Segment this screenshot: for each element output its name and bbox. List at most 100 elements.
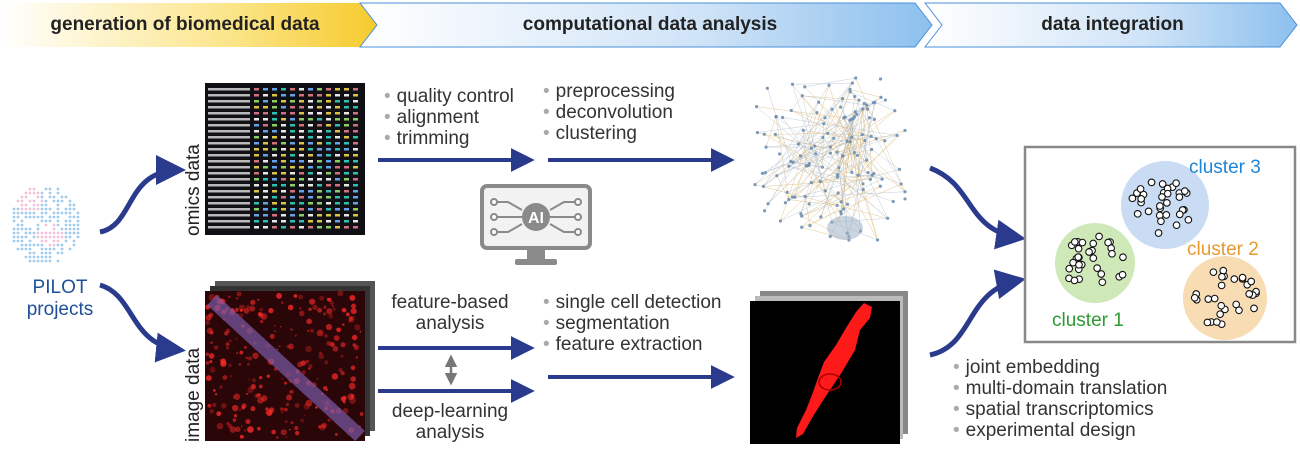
feature-line2: analysis	[415, 313, 485, 334]
matrix-cell	[299, 184, 304, 187]
pilot-dot	[52, 195, 56, 199]
cluster-point	[1162, 198, 1171, 207]
pilot-dot	[36, 203, 40, 207]
pilot-dot	[16, 211, 20, 215]
network-node	[791, 160, 795, 164]
network-node	[822, 122, 826, 126]
microscopy-signal	[338, 367, 343, 373]
network-edge	[866, 159, 906, 192]
microscopy-signal	[298, 294, 304, 300]
microscopy-signal	[323, 385, 328, 391]
network-node	[903, 190, 907, 194]
microscopy-signal	[257, 396, 264, 404]
matrix-cell	[326, 208, 331, 211]
matrix-cell	[353, 172, 358, 175]
cluster-point	[1133, 209, 1142, 218]
network-node	[781, 115, 785, 120]
matrix-cell	[281, 94, 286, 97]
pilot-dot	[44, 231, 48, 235]
network-dense-cluster	[827, 216, 863, 240]
microscopy-signal	[241, 425, 243, 427]
network-node	[815, 110, 819, 115]
matrix-cell	[299, 94, 304, 97]
network-edge	[775, 133, 828, 135]
matrix-cell	[335, 142, 340, 145]
microscopy-signal	[257, 426, 261, 431]
matrix-cell	[326, 196, 331, 199]
matrix-cell	[254, 100, 259, 103]
network-edge	[802, 95, 869, 173]
pilot-dot	[20, 207, 24, 211]
pilot-dot	[32, 255, 36, 259]
network-node	[865, 158, 869, 162]
microscopy-signal	[281, 301, 284, 304]
network-node	[775, 174, 779, 178]
matrix-cell	[281, 142, 286, 145]
matrix-cell	[254, 184, 259, 187]
matrix-cell	[263, 184, 268, 187]
pilot-dot	[52, 231, 56, 235]
matrix-cell	[290, 112, 295, 115]
matrix-cell	[353, 100, 358, 103]
image-analysis-steps: single cell detection segmentation featu…	[543, 292, 722, 355]
microscopy-signal	[219, 385, 223, 389]
matrix-cell	[317, 142, 322, 145]
network-node	[790, 82, 795, 86]
network-graph	[753, 76, 907, 242]
microscopy-signal	[279, 325, 282, 328]
matrix-cell	[263, 154, 268, 157]
deep-learning-label: deep-learning analysis	[380, 401, 520, 443]
matrix-gene-id	[208, 160, 250, 163]
network-node	[843, 115, 847, 119]
microscopy-signal	[350, 388, 353, 391]
matrix-cell	[263, 196, 268, 199]
pilot-dot	[44, 235, 48, 239]
stage-band-generation	[0, 3, 385, 47]
microscopy-signal	[232, 418, 237, 422]
matrix-cell	[344, 160, 349, 163]
network-node	[874, 137, 878, 141]
matrix-gene-id	[208, 178, 250, 181]
matrix-cell	[272, 184, 277, 187]
microscopy-signal	[238, 363, 242, 366]
network-edge	[871, 149, 900, 170]
microscopy-signal	[316, 329, 324, 337]
microscopy-signal	[350, 308, 357, 315]
pilot-dot	[32, 251, 36, 255]
matrix-cell	[353, 226, 358, 229]
matrix-gene-id	[208, 130, 250, 133]
matrix-cell	[317, 208, 322, 211]
microscopy-signal	[350, 376, 356, 382]
cluster-point	[1098, 278, 1107, 287]
matrix-cell	[281, 148, 286, 151]
cluster-point	[1180, 187, 1189, 195]
microscopy-signal	[280, 429, 287, 436]
matrix-cell	[326, 94, 331, 97]
microscopy-signal	[299, 307, 302, 310]
microscopy-signal	[245, 418, 251, 425]
matrix-cell	[263, 220, 268, 223]
network-node	[803, 194, 807, 199]
microscopy-signal	[345, 312, 350, 317]
matrix-cell	[308, 142, 313, 145]
microscopy-signal	[234, 414, 238, 418]
microscopy-signal	[247, 426, 254, 433]
stage-band-integration	[923, 2, 1298, 48]
microscopy-signal	[295, 430, 300, 436]
matrix-cell	[344, 106, 349, 109]
network-edge	[792, 84, 825, 124]
pilot-dot	[48, 259, 52, 263]
microscopy-signal	[309, 298, 316, 305]
pilot-dot	[24, 227, 28, 231]
matrix-cell	[263, 94, 268, 97]
pilot-dot	[24, 191, 28, 195]
cluster-point	[1070, 238, 1079, 246]
pilot-dot	[32, 231, 36, 235]
matrix-cell	[353, 166, 358, 169]
microscopy-signal	[297, 361, 303, 368]
pilot-dot	[64, 207, 68, 211]
microscopy-signal	[315, 405, 318, 409]
matrix-cell	[290, 202, 295, 205]
pilot-dot	[68, 227, 72, 231]
network-node	[853, 110, 857, 114]
